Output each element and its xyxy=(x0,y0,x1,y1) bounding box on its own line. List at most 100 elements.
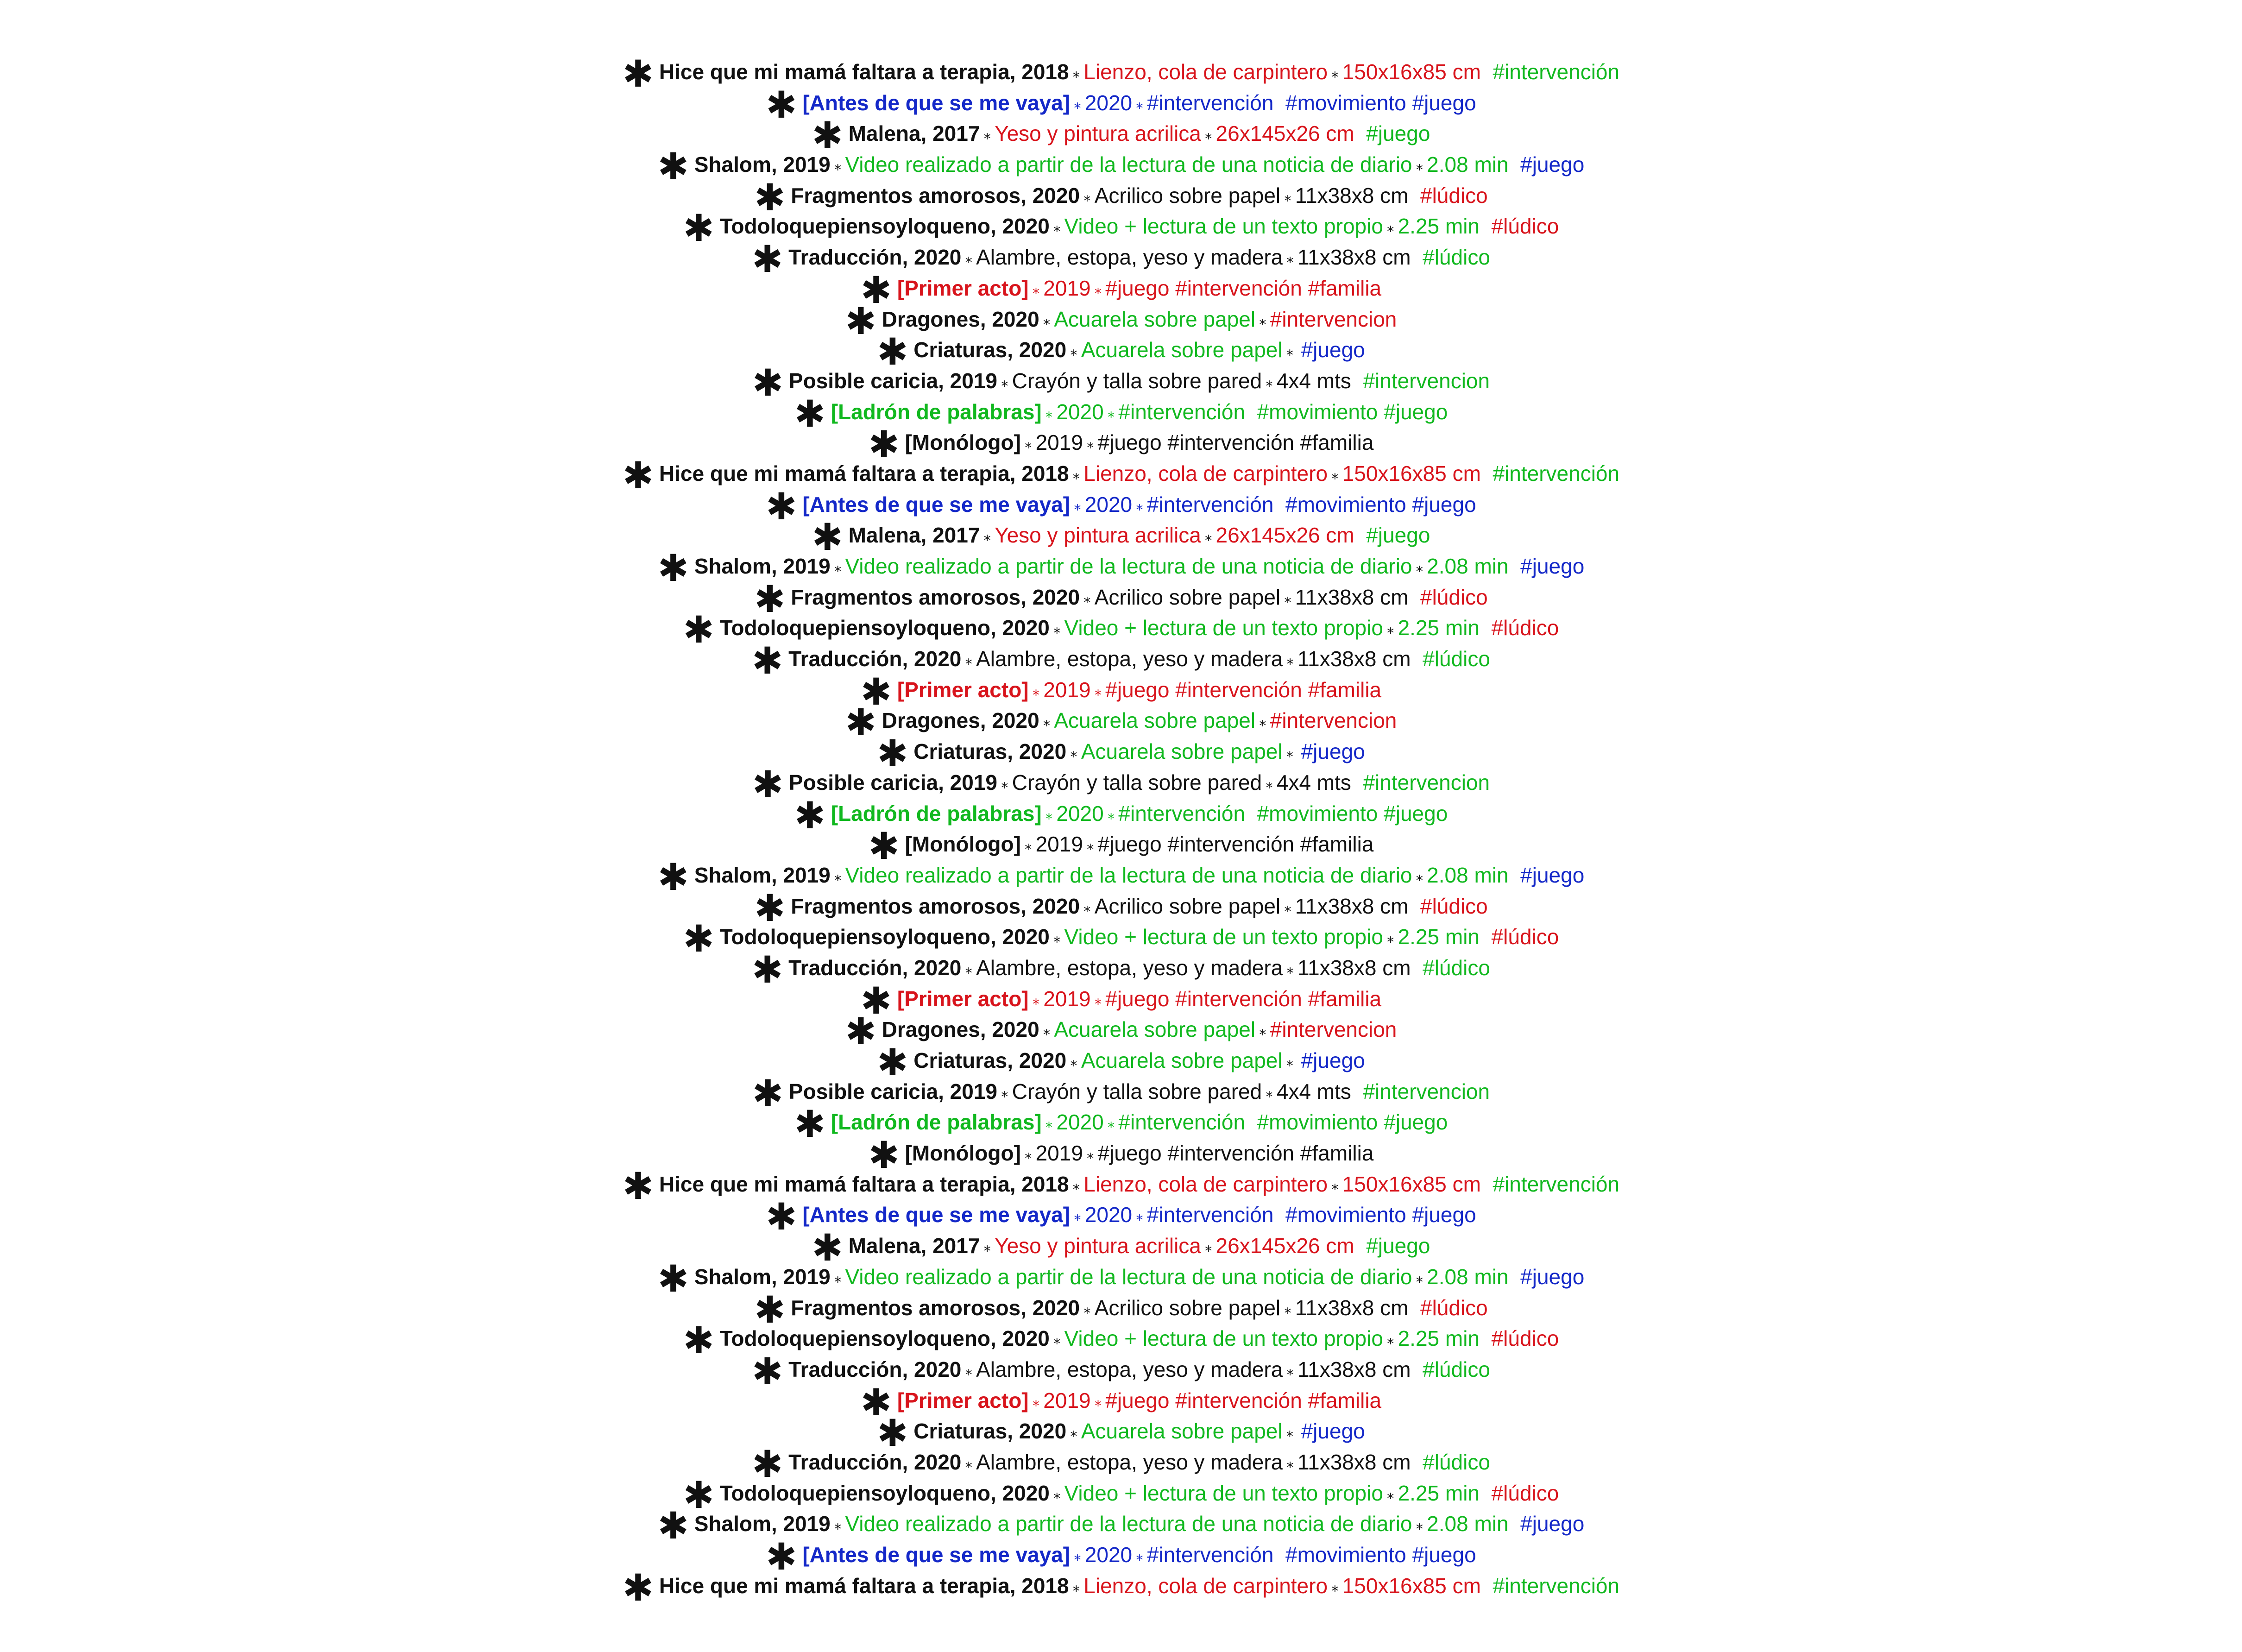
separator: ⁎ xyxy=(1069,65,1084,81)
separator: ⁎ xyxy=(1020,1147,1036,1162)
work-title: [Primer acto] xyxy=(897,1388,1029,1412)
separator: ⁎ xyxy=(1090,281,1106,297)
work-detail: #lúdico xyxy=(1423,955,1490,980)
work-detail: #juego xyxy=(1301,1419,1365,1444)
work-detail: #lúdico xyxy=(1420,894,1488,918)
work-detail: #lúdico xyxy=(1423,1450,1490,1474)
work-entry-shalom: ✱Shalom, 2019 ⁎ Video realizado a partir… xyxy=(0,858,2242,895)
asterisk-icon: ✱ xyxy=(766,1196,797,1238)
separator: ⁎ xyxy=(1070,1208,1085,1224)
work-detail: #intervencion xyxy=(1363,770,1490,794)
separator: ⁎ xyxy=(1049,1486,1064,1502)
work-entry-primer: ✱[Primer acto] ⁎ 2019 ⁎ #juego #interven… xyxy=(0,982,2242,1019)
work-detail: 11x38x8 cm xyxy=(1297,1450,1423,1474)
asterisk-icon: ✱ xyxy=(754,177,786,218)
work-detail: Yeso y pintura acrilica xyxy=(995,1234,1201,1258)
work-detail: 11x38x8 cm xyxy=(1295,585,1420,609)
work-detail: Alambre, estopa, yeso y madera xyxy=(976,245,1283,270)
work-entry-fragmentos: ✱Fragmentos amorosos, 2020 ⁎ Acrilico so… xyxy=(0,1289,2242,1330)
work-detail: #juego xyxy=(1520,554,1585,578)
work-detail: Crayón y talla sobre pared xyxy=(1012,368,1262,393)
separator: ⁎ xyxy=(1132,96,1147,112)
asterisk-icon: ✱ xyxy=(868,826,900,867)
separator: ⁎ xyxy=(1383,930,1398,946)
work-title: [Ladrón de palabras] xyxy=(831,801,1042,826)
work-detail: 2019 xyxy=(1035,430,1083,455)
asterisk-icon: ✱ xyxy=(657,1258,689,1299)
asterisk-icon: ✱ xyxy=(868,424,900,466)
work-entry-todo: ✱Todoloquepiensoyloqueno, 2020 ⁎ Video +… xyxy=(0,609,2242,651)
work-detail: 2019 xyxy=(1035,1141,1083,1166)
separator: ⁎ xyxy=(1049,621,1064,637)
work-detail: #intervención xyxy=(1493,60,1620,84)
work-detail: 2.08 min xyxy=(1427,1264,1521,1289)
work-detail: #lúdico xyxy=(1491,1326,1559,1351)
separator: ⁎ xyxy=(1383,1486,1398,1502)
work-entry-antes: ✱[Antes de que se me vaya] ⁎ 2020 ⁎ #int… xyxy=(0,1539,2242,1576)
work-detail: 2.08 min xyxy=(1427,863,1521,887)
separator: ⁎ xyxy=(1132,1208,1147,1224)
asterisk-icon: ✱ xyxy=(812,1227,843,1269)
work-detail: 26x145x26 cm xyxy=(1215,1234,1367,1258)
work-title: Todoloquepiensoyloqueno, 2020 xyxy=(719,616,1050,640)
work-detail: 2.25 min xyxy=(1398,214,1492,239)
asterisk-icon: ✱ xyxy=(683,208,714,249)
separator: ⁎ xyxy=(1328,467,1342,482)
work-title: Todoloquepiensoyloqueno, 2020 xyxy=(719,1326,1050,1351)
work-detail: 2.25 min xyxy=(1398,1326,1492,1351)
work-detail: Acuarela sobre papel xyxy=(1054,307,1256,331)
work-detail: 26x145x26 cm xyxy=(1215,121,1367,146)
asterisk-icon: ✱ xyxy=(622,53,654,95)
work-title: Traducción, 2020 xyxy=(788,245,962,270)
work-detail: 2020 xyxy=(1084,1203,1133,1227)
separator: ⁎ xyxy=(1039,714,1054,730)
separator: ⁎ xyxy=(830,158,845,174)
work-entry-fragmentos: ✱Fragmentos amorosos, 2020 ⁎ Acrilico so… xyxy=(0,177,2242,218)
separator: ⁎ xyxy=(1020,838,1036,853)
work-detail: Crayón y talla sobre pared xyxy=(1012,770,1262,794)
work-entry-hice: ✱Hice que mi mamá faltara a terapia, 201… xyxy=(0,1165,2242,1207)
work-title: Malena, 2017 xyxy=(848,1234,980,1258)
work-detail: #lúdico xyxy=(1420,183,1488,208)
work-detail: #intervencion xyxy=(1363,1079,1490,1103)
work-detail: Video + lectura de un texto propio xyxy=(1064,925,1383,949)
separator: ⁎ xyxy=(1039,312,1054,328)
work-title: [Primer acto] xyxy=(897,677,1029,702)
work-entry-posible: ✱Posible caricia, 2019 ⁎ Crayón y talla … xyxy=(0,766,2242,803)
asterisk-icon: ✱ xyxy=(657,1505,689,1547)
work-detail: Video realizado a partir de la lectura d… xyxy=(845,152,1412,177)
asterisk-icon: ✱ xyxy=(752,1350,783,1392)
asterisk-icon: ✱ xyxy=(860,1381,892,1423)
work-title: Dragones, 2020 xyxy=(882,708,1039,733)
work-entry-todo: ✱Todoloquepiensoyloqueno, 2020 ⁎ Video +… xyxy=(0,208,2242,249)
asterisk-icon: ✱ xyxy=(754,1289,786,1330)
separator: ⁎ xyxy=(980,1239,995,1255)
asterisk-icon: ✱ xyxy=(877,733,908,775)
asterisk-icon: ✱ xyxy=(683,609,714,651)
separator: ⁎ xyxy=(1028,683,1044,699)
separator: ⁎ xyxy=(961,1455,976,1471)
work-detail: 2019 xyxy=(1035,832,1083,857)
work-entry-monologo: ✱[Monólogo] ⁎ 2019 ⁎ #juego #intervenció… xyxy=(0,1137,2242,1174)
separator: ⁎ xyxy=(1412,1270,1427,1286)
work-entry-criaturas: ✱Criaturas, 2020 ⁎ Acuarela sobre papel … xyxy=(0,1044,2242,1081)
separator: ⁎ xyxy=(997,1085,1012,1100)
separator: ⁎ xyxy=(830,560,845,575)
separator: ⁎ xyxy=(1282,1425,1301,1440)
work-detail: #lúdico xyxy=(1491,616,1559,640)
separator: ⁎ xyxy=(1383,220,1398,235)
work-title: Fragmentos amorosos, 2020 xyxy=(791,1295,1080,1320)
work-detail: #juego xyxy=(1366,121,1430,146)
asterisk-icon: ✱ xyxy=(622,1165,654,1207)
separator: ⁎ xyxy=(1041,1116,1057,1131)
asterisk-icon: ✱ xyxy=(752,949,783,990)
work-detail: #juego xyxy=(1366,523,1430,548)
work-entry-posible: ✱Posible caricia, 2019 ⁎ Crayón y talla … xyxy=(0,364,2242,401)
separator: ⁎ xyxy=(1412,1517,1427,1533)
work-detail: #juego #intervención #familia xyxy=(1097,832,1374,857)
separator: ⁎ xyxy=(1280,189,1295,204)
work-detail: #lúdico xyxy=(1423,245,1490,270)
asterisk-icon: ✱ xyxy=(766,84,797,126)
asterisk-icon: ✱ xyxy=(794,393,825,435)
separator: ⁎ xyxy=(1412,560,1427,575)
